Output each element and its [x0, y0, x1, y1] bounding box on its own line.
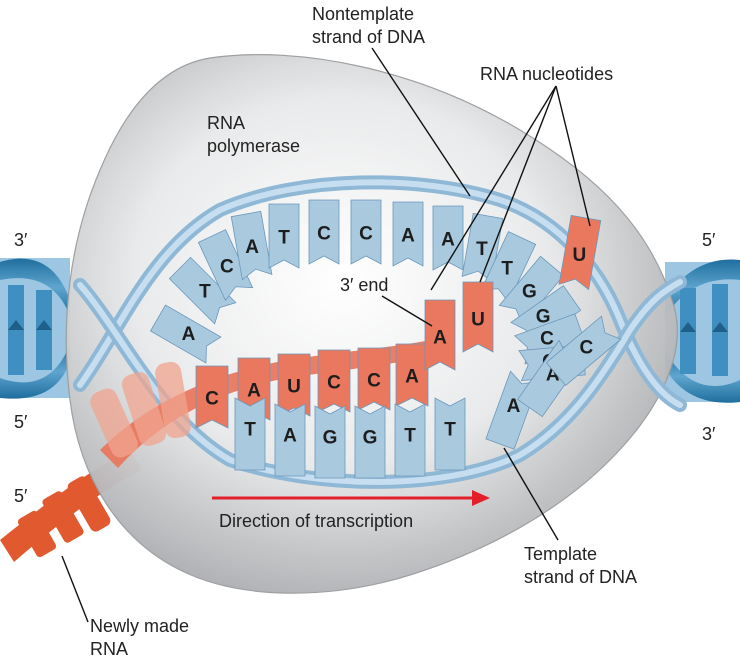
nontemplate-base: A	[230, 210, 273, 281]
template-base: T	[434, 397, 466, 471]
nontemplate-base-letter: T	[199, 281, 211, 302]
dna-helix-left	[0, 258, 70, 399]
rna-base-letter: C	[367, 370, 381, 391]
rna-base: U	[277, 353, 311, 417]
template-base: T	[234, 397, 266, 471]
template-base-letter: T	[444, 419, 456, 440]
rna-base: C	[317, 349, 351, 413]
newly-made-label-1: Newly made	[90, 616, 189, 636]
newly-made-label-2: RNA	[90, 639, 128, 659]
template-base-letter: C	[579, 338, 593, 359]
incoming-nucleotide-letter: A	[433, 327, 447, 348]
end-label-left-top: 3′	[14, 230, 28, 250]
nontemplate-base: T	[168, 256, 237, 325]
template-base: C	[545, 315, 622, 387]
nontemplate-base-letter: C	[540, 329, 554, 350]
rna-nucleotides-label: RNA nucleotides	[480, 64, 613, 84]
template-label-1: Template	[524, 544, 597, 564]
incoming-nucleotides: A U U	[424, 214, 602, 371]
nontemplate-label-2: strand of DNA	[312, 27, 425, 47]
end-label-rna-start: 5′	[14, 486, 28, 506]
rna-base: A	[395, 343, 429, 407]
template-base-letter: G	[363, 427, 378, 448]
template-base: G	[314, 405, 346, 479]
template-base-letter: A	[283, 425, 297, 446]
nontemplate-base: C	[197, 229, 254, 302]
template-base: A	[274, 403, 306, 477]
nontemplate-base-letter: A	[441, 230, 455, 251]
dna-helix-right	[665, 259, 740, 403]
direction-label: Direction of transcription	[219, 511, 413, 531]
nontemplate-base-letter: A	[182, 324, 196, 345]
incoming-nucleotide-letter: U	[471, 309, 485, 330]
nontemplate-base: C	[308, 199, 340, 265]
nontemplate-base: A	[432, 205, 464, 271]
rna-base: C	[195, 365, 229, 429]
nontemplate-base-letter: T	[501, 258, 513, 279]
rna-base-letter: A	[247, 380, 261, 401]
nontemplate-base-letter: G	[522, 281, 537, 302]
three-prime-end-label: 3′ end	[340, 275, 388, 295]
end-label-right-bottom: 3′	[702, 424, 716, 444]
leader-lines	[61, 47, 591, 623]
nontemplate-base-letter: C	[220, 256, 234, 277]
template-base-letter: T	[404, 425, 416, 446]
nontemplate-base: T	[461, 212, 504, 283]
incoming-nucleotide: U	[462, 281, 494, 353]
rna-base-letter: C	[205, 388, 219, 409]
rna-base-letter: A	[405, 366, 419, 387]
rna-base: C	[357, 347, 391, 411]
nontemplate-base: C	[350, 199, 382, 265]
end-label-left-bottom: 5′	[14, 412, 28, 432]
template-base-letter: A	[507, 396, 521, 417]
nontemplate-base: A	[149, 304, 222, 364]
incoming-nucleotide: A	[424, 299, 456, 371]
rna-base-letter: C	[327, 372, 341, 393]
polymerase-label-2: polymerase	[207, 136, 300, 156]
polymerase-label-1: RNA	[207, 113, 245, 133]
nontemplate-base-letter: C	[359, 224, 373, 245]
rna-base-letter: U	[287, 376, 301, 397]
end-label-right-top: 5′	[702, 230, 716, 250]
incoming-nucleotide: U	[558, 214, 602, 291]
template-label-2: strand of DNA	[524, 567, 637, 587]
direction-arrow	[212, 490, 490, 506]
nontemplate-label-1: Nontemplate	[312, 4, 414, 24]
nontemplate-base-letter: A	[245, 237, 259, 258]
template-base-letter: G	[323, 427, 338, 448]
nontemplate-base: A	[392, 201, 424, 267]
nontemplate-base-letter: T	[278, 228, 290, 249]
template-base-letter: T	[244, 419, 256, 440]
template-base: T	[394, 403, 426, 477]
template-base: G	[354, 405, 386, 479]
nontemplate-base-letter: G	[536, 307, 551, 328]
nontemplate-base-letter: A	[401, 226, 415, 247]
nontemplate-base: T	[480, 231, 537, 304]
nontemplate-base: T	[268, 203, 300, 269]
nontemplate-base-letter: T	[476, 239, 488, 260]
incoming-nucleotide-letter: U	[572, 245, 586, 266]
nontemplate-base-letter: C	[317, 224, 331, 245]
